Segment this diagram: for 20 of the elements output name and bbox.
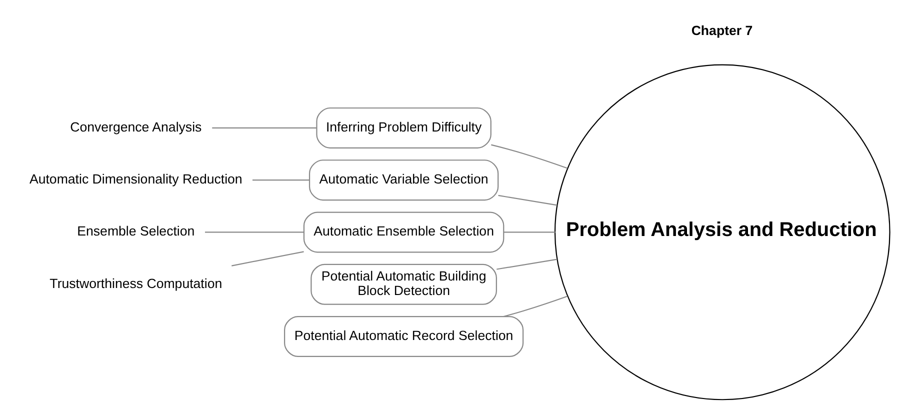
connector: [502, 296, 568, 318]
connector: [204, 232, 304, 233]
node-text: Ensemble Selection: [76, 224, 194, 239]
label: Chapter 7: [690, 22, 752, 38]
connector: [212, 127, 316, 129]
node-box: Potential Automatic Record Selection: [284, 316, 524, 358]
connector: [231, 251, 304, 266]
node-box: Automatic Ensemble Selection: [302, 212, 504, 253]
connector: [490, 144, 568, 169]
node-circle: Problem Analysis and Reduction: [554, 64, 890, 400]
connector: [498, 194, 557, 206]
node-box: Automatic Variable Selection: [308, 160, 498, 201]
connector: [503, 232, 555, 233]
node-text: Trustworthiness Computation: [49, 276, 222, 291]
node-box: Inferring Problem Difficulty: [316, 107, 491, 148]
node-box: Potential Automatic Building Block Detection: [310, 264, 496, 305]
connector: [496, 258, 557, 270]
node-text: Automatic Dimensionality Reduction: [28, 172, 242, 187]
connector: [252, 180, 309, 181]
node-text: Convergence Analysis: [70, 119, 202, 134]
